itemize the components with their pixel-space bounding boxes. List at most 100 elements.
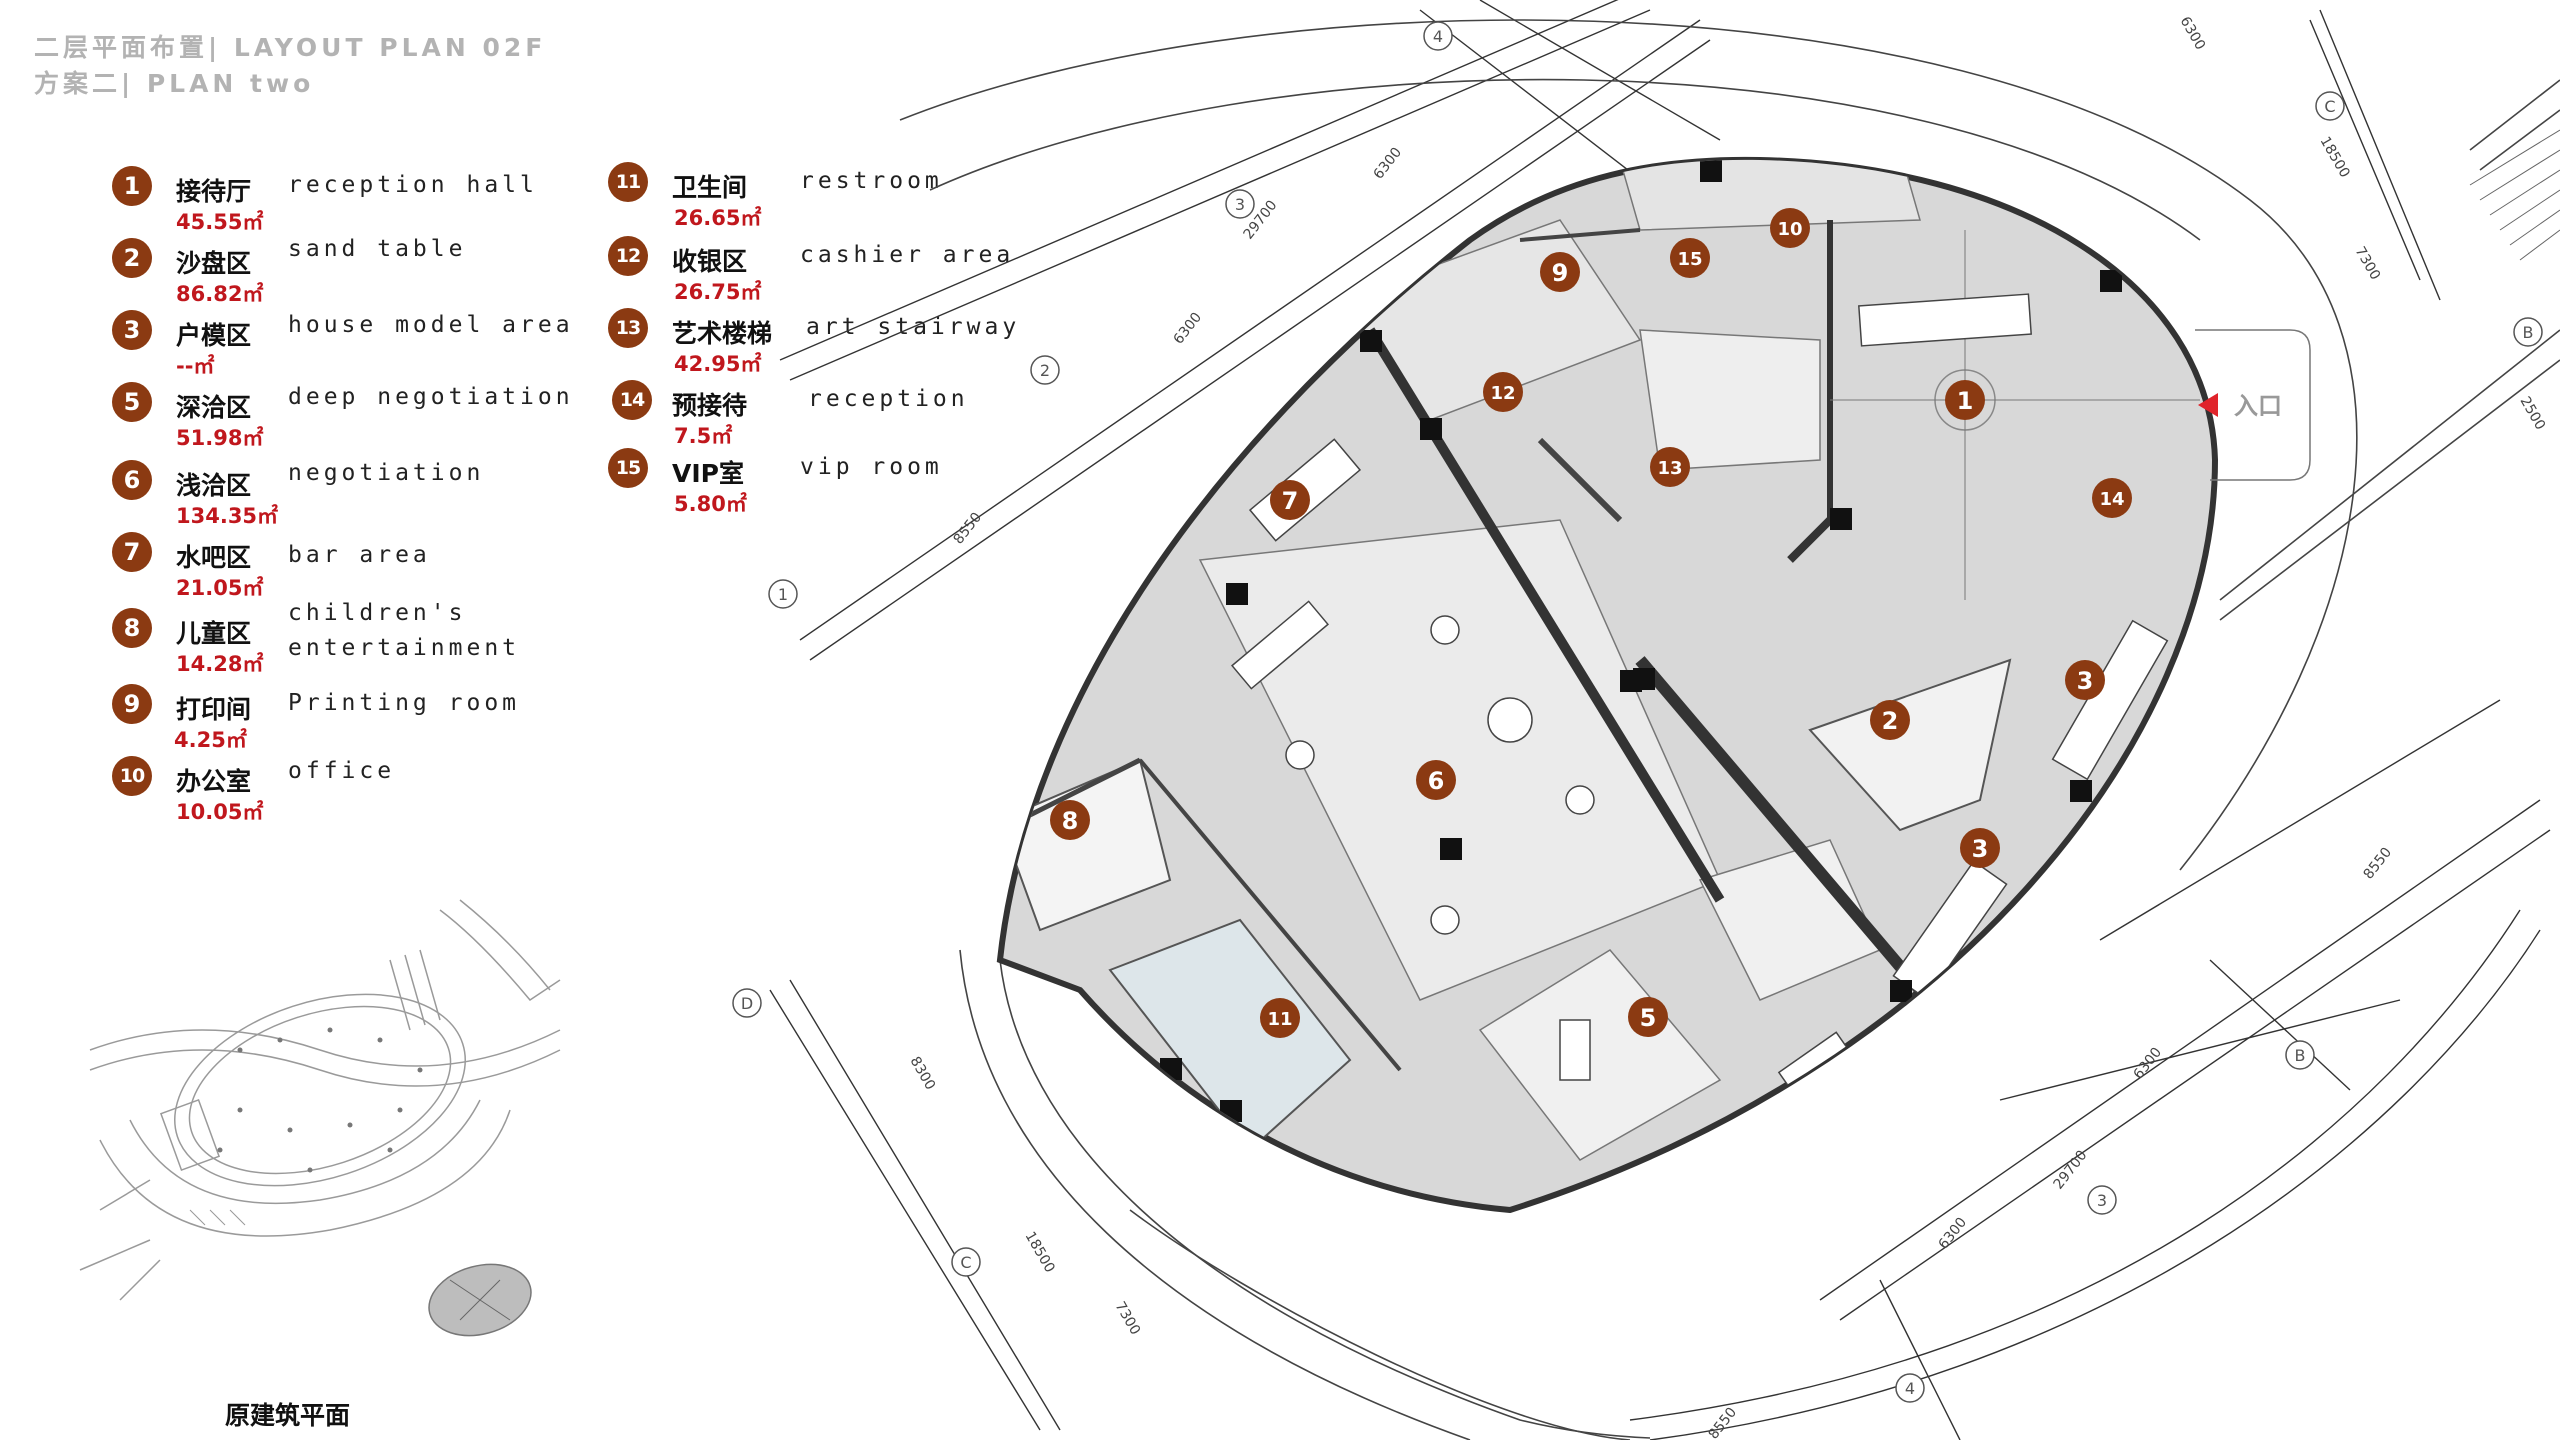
grid-label: 2 [1040, 361, 1050, 380]
dimension-label: 18500 [1022, 1229, 1058, 1276]
legend-badge: 3 [112, 310, 152, 350]
dimension-label: 6300 [1171, 310, 1206, 348]
legend-area: 42.95㎡ [674, 352, 762, 376]
room-marker-10: 10 [1770, 208, 1810, 248]
svg-text:9: 9 [1552, 259, 1569, 287]
legend-zh: 沙盘区 [176, 249, 252, 278]
room-marker-3a: 3 [2065, 660, 2105, 700]
legend-area: 51.98㎡ [176, 426, 264, 450]
legend-zh: 卫生间 [672, 173, 748, 202]
room-marker-2: 2 [1870, 700, 1910, 740]
grid-label: D [741, 994, 753, 1013]
legend-area: 21.05㎡ [176, 576, 264, 600]
dimension-label: 18500 [2317, 134, 2353, 181]
legend-zh: 水吧区 [176, 543, 252, 572]
legend-badge: 7 [112, 532, 152, 572]
room-marker-12: 12 [1483, 372, 1523, 412]
svg-text:14: 14 [2099, 489, 2124, 510]
svg-text:12: 12 [1490, 383, 1515, 404]
svg-text:2: 2 [1882, 707, 1899, 735]
legend-zh: 深洽区 [176, 393, 252, 422]
legend-zh: VIP室 [672, 459, 744, 488]
dimension-label: 7300 [2352, 244, 2384, 283]
grid-label: 3 [1235, 195, 1245, 214]
legend-area: 86.82㎡ [176, 282, 264, 306]
legend-zh: 办公室 [176, 767, 252, 796]
svg-text:8: 8 [1062, 807, 1079, 835]
grid-label: B [2295, 1046, 2306, 1065]
room-marker-1: 1 [1945, 380, 1985, 420]
dimension-label: 6300 [2177, 14, 2209, 53]
inset-caption: 原建筑平面 [225, 1401, 351, 1430]
legend-zh: 艺术楼梯 [672, 319, 773, 348]
svg-text:10: 10 [1777, 219, 1802, 240]
svg-text:11: 11 [1267, 1009, 1292, 1030]
svg-text:7: 7 [1282, 487, 1299, 515]
plan-title: 二层平面布置| LAYOUT PLAN 02F [34, 33, 547, 62]
legend-badge: 12 [608, 236, 648, 276]
legend-area: 26.65㎡ [674, 206, 762, 230]
svg-text:6: 6 [1428, 767, 1445, 795]
legend-en: negotiation [288, 460, 485, 486]
legend-en: cashier area [800, 242, 1015, 268]
legend-en: Printing room [288, 690, 521, 716]
grid-label: C [2324, 97, 2335, 116]
legend-badge: 6 [112, 460, 152, 500]
legend-badge: 13 [608, 308, 648, 348]
legend-area: 7.5㎡ [674, 424, 733, 448]
legend-badge: 15 [608, 448, 648, 488]
legend-badge: 2 [112, 238, 152, 278]
legend-badge: 14 [612, 380, 652, 420]
legend-badge: 10 [112, 756, 152, 796]
room-marker-14: 14 [2092, 478, 2132, 518]
room-marker-8: 8 [1050, 800, 1090, 840]
room-marker-6: 6 [1416, 760, 1456, 800]
legend-area: 10.05㎡ [176, 800, 264, 824]
room-marker-11: 11 [1260, 998, 1300, 1038]
legend-area: 26.75㎡ [674, 280, 762, 304]
dimension-label: 8300 [907, 1054, 939, 1093]
grid-label: 1 [778, 585, 788, 604]
dimension-label: 7300 [1112, 1299, 1144, 1338]
legend-badge: 8 [112, 608, 152, 648]
svg-text:5: 5 [1640, 1004, 1657, 1032]
legend-en: reception hall [288, 172, 538, 198]
dimension-label: 2500 [2517, 394, 2549, 433]
legend-en: restroom [800, 168, 943, 194]
legend-zh: 收银区 [672, 247, 748, 276]
legend-zh: 户模区 [176, 321, 252, 350]
grid-label: 3 [2097, 1191, 2107, 1210]
room-marker-9: 9 [1540, 252, 1580, 292]
dimension-label: 8550 [2361, 845, 2396, 883]
svg-text:1: 1 [1957, 387, 1974, 415]
legend-area: 4.25㎡ [174, 728, 247, 752]
legend-badge: 5 [112, 382, 152, 422]
grid-label: 4 [1433, 27, 1443, 46]
legend-area: --㎡ [176, 354, 215, 378]
legend-en: reception [808, 386, 969, 412]
legend-zh: 接待厅 [176, 177, 252, 206]
legend-zh: 儿童区 [176, 619, 252, 648]
dimension-label: 6300 [1371, 145, 1406, 183]
grid-label: B [2523, 323, 2534, 342]
svg-text:13: 13 [1657, 458, 1682, 479]
svg-text:15: 15 [1677, 249, 1702, 270]
legend-zh: 浅洽区 [176, 471, 252, 500]
plan-subtitle: 方案二| PLAN two [34, 69, 315, 98]
room-marker-13: 13 [1650, 447, 1690, 487]
original-building-plan-inset [79, 899, 561, 1337]
room-marker-3b: 3 [1960, 828, 2000, 868]
svg-text:3: 3 [2077, 667, 2094, 695]
legend-en: house model area [288, 312, 574, 338]
dimension-label: 8550 [1706, 1405, 1741, 1440]
legend-en: office [288, 758, 396, 784]
svg-text:3: 3 [1972, 835, 1989, 863]
room-marker-15: 15 [1670, 238, 1710, 278]
legend-en: bar area [288, 542, 431, 568]
legend-en: vip room [800, 454, 943, 480]
legend-en: deep negotiation [288, 384, 574, 410]
legend-en: sand table [288, 236, 467, 262]
legend-badge: 1 [112, 166, 152, 206]
entrance-label: 入口 [2234, 392, 2282, 420]
